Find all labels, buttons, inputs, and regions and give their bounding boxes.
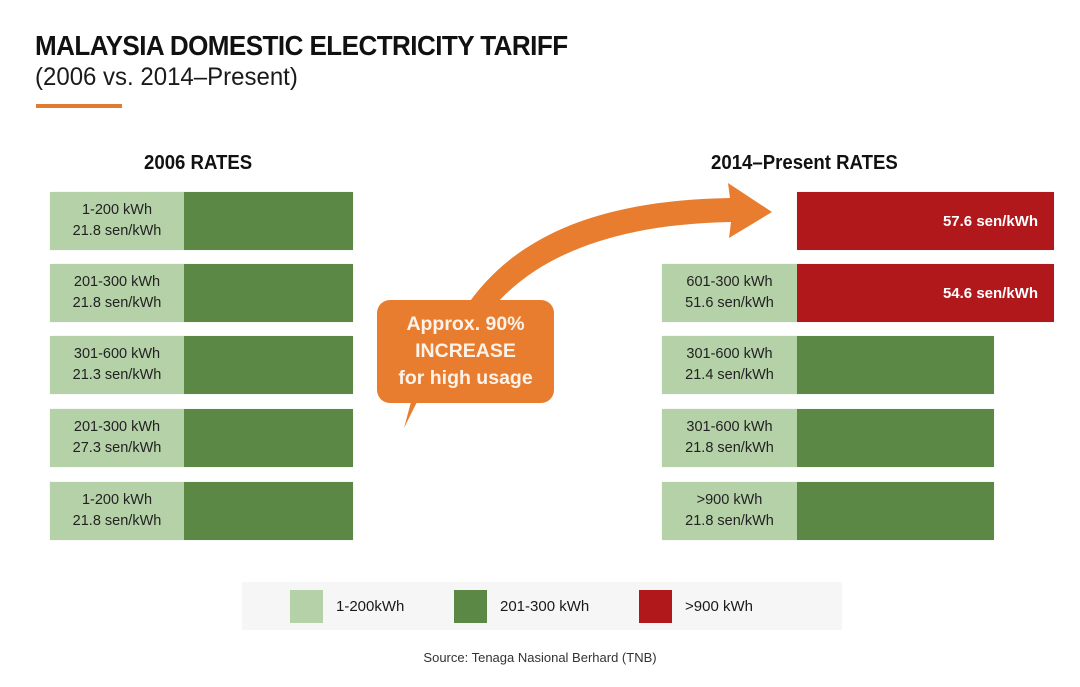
legend-item-red: >900 kWh <box>639 589 753 623</box>
tier-rate: 21.4 sen/kWh <box>685 367 774 383</box>
tier-range: 301-600 kWh <box>73 346 161 362</box>
tier-label: 301-600 kWh 21.3 sen/kWh <box>50 336 184 394</box>
bar-fill-green <box>184 409 353 467</box>
tier-rate: 51.6 sen/kWh <box>685 295 774 311</box>
source-note: Source: Tenaga Nasional Berhard (TNB) <box>423 650 657 665</box>
tier-label: 201-300 kWh 27.3 sen/kWh <box>50 409 184 467</box>
tier-rate: 21.8 sen/kWh <box>72 513 162 529</box>
chart-subtitle: (2006 vs. 2014–Present) <box>35 63 298 91</box>
callout-line-1: Approx. 90% <box>406 313 525 335</box>
bar-fill-green <box>797 482 994 540</box>
tier-label: 1-200 kWh 21.8 sen/kWh <box>50 482 184 540</box>
tier-label: 201-300 kWh 21.8 sen/kWh <box>50 264 184 322</box>
callout-line-2: INCREASE <box>415 340 516 362</box>
chart-title: MALAYSIA DOMESTIC ELECTRICITY TARIFF <box>35 30 568 61</box>
tier-range: 301-600 kWh <box>686 346 773 362</box>
tier-label: 1-200 kWh 21.8 sen/kWh <box>50 192 184 250</box>
bar-2006-row-5: 1-200 kWh 21.8 sen/kWh <box>50 482 353 540</box>
tier-rate: 21.8 sen/kWh <box>72 295 162 311</box>
tier-rate: 21.8 sen/kWh <box>72 223 162 239</box>
bar-2014-row-2: 601-300 kWh 51.6 sen/kWh 54.6 sen/kWh <box>662 264 1054 322</box>
bar-2014-row-5: >900 kWh 21.8 sen/kWh <box>662 482 994 540</box>
bar-2014-row-4: 301-600 kWh 21.8 sen/kWh <box>662 409 994 467</box>
title-accent-divider <box>36 104 122 108</box>
tier-label: 601-300 kWh 51.6 sen/kWh <box>662 264 797 322</box>
legend: 1-200kWh 201-300 kWh >900 kWh <box>242 582 842 630</box>
legend-label: >900 kWh <box>685 597 753 615</box>
legend-swatch-red <box>639 589 672 623</box>
red-value-label: 57.6 sen/kWh <box>942 212 1038 230</box>
bar-fill-green <box>797 409 994 467</box>
tier-label: 301-600 kWh 21.8 sen/kWh <box>662 409 797 467</box>
tier-rate: 21.8 sen/kWh <box>685 513 774 529</box>
right-panel-heading: 2014–Present RATES <box>711 152 898 174</box>
legend-label: 201-300 kWh <box>500 597 590 615</box>
bar-2006-row-2: 201-300 kWh 21.8 sen/kWh <box>50 264 353 322</box>
bar-2006-row-4: 201-300 kWh 27.3 sen/kWh <box>50 409 353 467</box>
tier-range: 1-200 kWh <box>81 492 153 508</box>
legend-label: 1-200kWh <box>336 597 405 615</box>
tier-label: 301-600 kWh 21.4 sen/kWh <box>662 336 797 394</box>
legend-item-dark-green: 201-300 kWh <box>454 589 589 623</box>
left-panel-heading: 2006 RATES <box>144 152 253 174</box>
bar-2006-row-1: 1-200 kWh 21.8 sen/kWh <box>50 192 353 250</box>
legend-swatch-light-green <box>290 589 323 623</box>
callout-line-3: for high usage <box>398 367 533 389</box>
tier-range: 301-600 kWh <box>686 419 773 435</box>
tier-rate: 21.8 sen/kWh <box>685 440 774 456</box>
bar-fill-red: 57.6 sen/kWh <box>797 192 1054 250</box>
bar-fill-green <box>184 336 353 394</box>
increase-callout: Approx. 90% INCREASE for high usage <box>377 300 554 403</box>
tier-range: >900 kWh <box>696 492 763 508</box>
bar-2014-row-1: 57.6 sen/kWh <box>797 192 1054 250</box>
legend-item-light-green: 1-200kWh <box>290 589 404 623</box>
bar-fill-red: 54.6 sen/kWh <box>797 264 1054 322</box>
tier-range: 201-300 kWh <box>73 419 161 435</box>
tier-rate: 27.3 sen/kWh <box>72 440 162 456</box>
tier-range: 601-300 kWh <box>686 274 773 290</box>
bar-fill-green <box>184 482 353 540</box>
tier-range: 201-300 kWh <box>73 274 161 290</box>
bar-2006-row-3: 301-600 kWh 21.3 sen/kWh <box>50 336 353 394</box>
tier-label: >900 kWh 21.8 sen/kWh <box>662 482 797 540</box>
bar-fill-green <box>184 264 353 322</box>
tier-range: 1-200 kWh <box>81 202 153 218</box>
red-value-label: 54.6 sen/kWh <box>942 284 1038 302</box>
bar-fill-green <box>184 192 353 250</box>
bar-fill-green <box>797 336 994 394</box>
bar-2014-row-3: 301-600 kWh 21.4 sen/kWh <box>662 336 994 394</box>
legend-swatch-dark-green <box>454 589 487 623</box>
tier-rate: 21.3 sen/kWh <box>72 367 162 383</box>
